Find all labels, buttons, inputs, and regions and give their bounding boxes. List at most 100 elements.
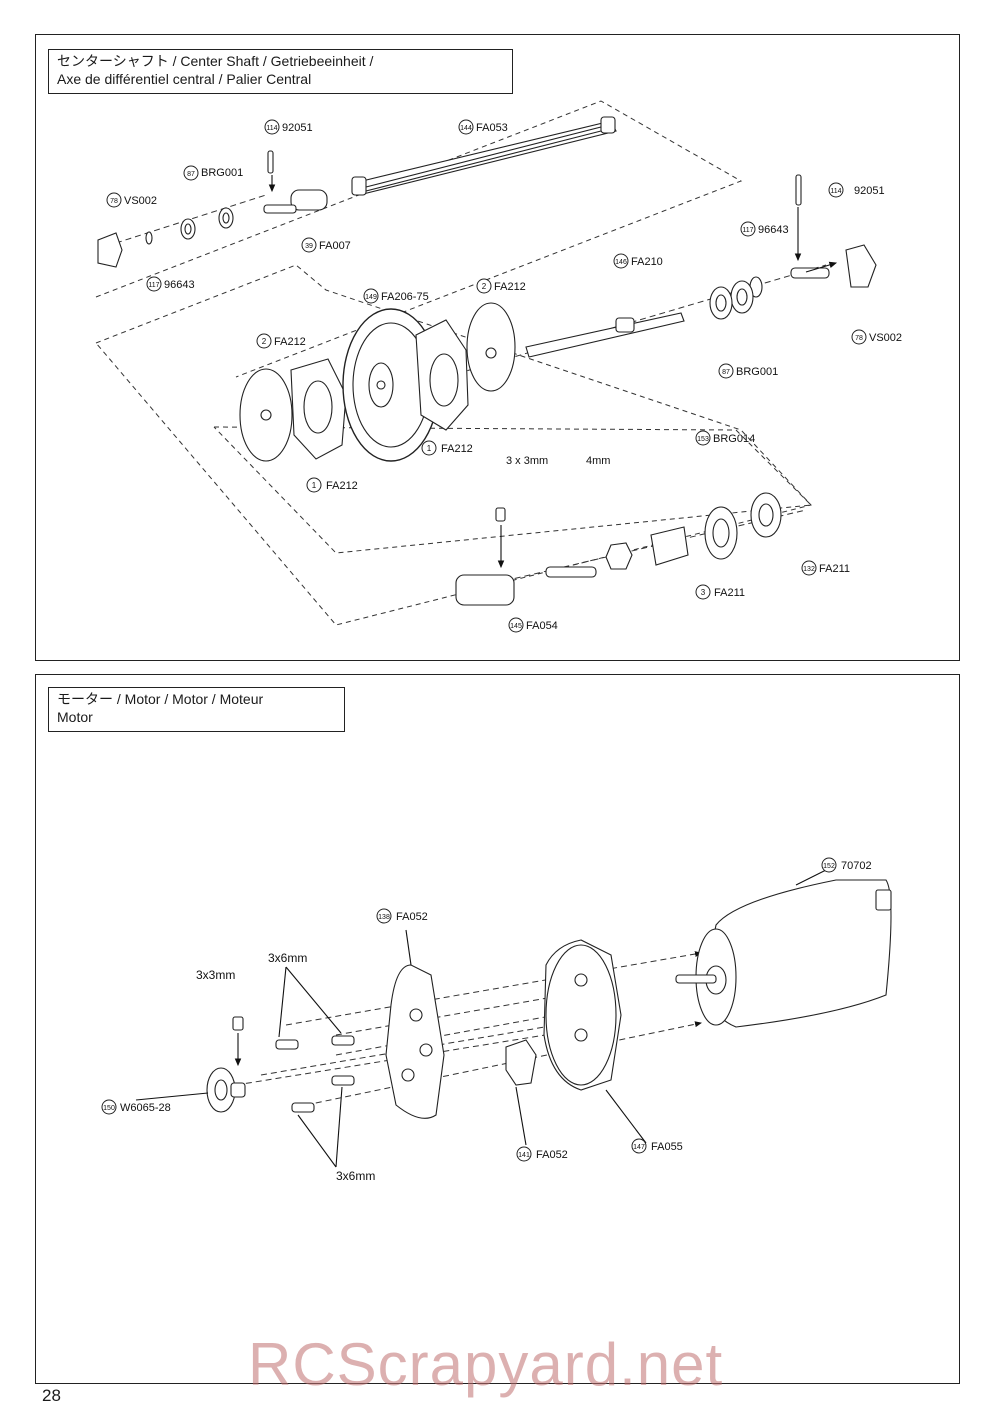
bevel-gear-right: [845, 244, 877, 288]
screw-a: [275, 1039, 299, 1050]
svg-text:145: 145: [510, 623, 522, 630]
size-label-set-screw-motor: 3x3mm: [196, 968, 235, 982]
callout-78-vs002-left: 78 VS002: [106, 192, 157, 208]
svg-text:78: 78: [110, 198, 118, 205]
callout-144-fa053: 144 FA053: [458, 119, 508, 135]
svg-text:FA212: FA212: [441, 443, 473, 455]
svg-text:39: 39: [305, 243, 313, 250]
svg-text:117: 117: [742, 227, 753, 234]
svg-text:BRG014: BRG014: [713, 433, 755, 445]
svg-text:BRG001: BRG001: [736, 366, 778, 378]
screw-b: [331, 1035, 355, 1046]
callout-3-fa211: 3 FA211: [695, 584, 745, 600]
plate-fa212-right: [466, 302, 516, 392]
pin-top: [267, 150, 274, 174]
svg-text:114: 114: [830, 188, 841, 195]
set-screw: [495, 507, 506, 522]
svg-text:FA007: FA007: [319, 240, 351, 252]
callout-39-fa007: 39 FA007: [301, 237, 351, 253]
svg-text:141: 141: [518, 1152, 530, 1159]
shaft-end-right: [600, 116, 616, 134]
callout-78-vs002-right: 78 VS002: [851, 329, 902, 345]
svg-text:FA052: FA052: [536, 1149, 568, 1161]
callout-2-fa212-lower: 2 FA212: [256, 333, 306, 349]
screw-d: [291, 1102, 315, 1113]
callout-149-fa206-75: 149 FA206-75: [363, 288, 429, 304]
center-shaft-title-line2: Axe de différentiel central / Palier Cen…: [57, 71, 312, 87]
svg-text:FA053: FA053: [476, 122, 508, 134]
motor-can: [705, 879, 892, 1028]
svg-text:FA211: FA211: [819, 563, 850, 575]
center-shaft-title-box: センターシャフト / Center Shaft / Getriebeeinhei…: [48, 49, 513, 94]
callout-1-fa212-right: 1 FA212: [421, 440, 473, 456]
callout-114-92051-right: 114 92051: [828, 182, 885, 198]
svg-text:FA052: FA052: [396, 911, 428, 923]
svg-text:114: 114: [266, 125, 277, 132]
motor-block: [505, 1039, 537, 1086]
callout-146-fa210: 146 FA210: [613, 253, 663, 269]
svg-text:VS002: VS002: [124, 195, 157, 207]
size-label-nut: 4mm: [586, 455, 610, 467]
svg-text:147: 147: [633, 1144, 645, 1151]
svg-text:2: 2: [262, 337, 267, 346]
svg-text:FA212: FA212: [494, 281, 526, 293]
callout-117-96643-right: 117 96643: [740, 221, 789, 237]
svg-text:92051: 92051: [854, 185, 885, 197]
svg-text:1: 1: [312, 481, 317, 490]
callout-145-fa054: 145 FA054: [508, 617, 558, 633]
svg-text:152: 152: [823, 863, 835, 870]
svg-text:VS002: VS002: [869, 332, 902, 344]
svg-text:BRG001: BRG001: [201, 167, 243, 179]
nut-4mm: [605, 542, 633, 570]
svg-text:96643: 96643: [164, 279, 195, 291]
center-shaft-panel: センターシャフト / Center Shaft / Getriebeeinhei…: [35, 34, 960, 661]
center-shaft-diagram: 114 92051 144 FA053 87 BRG001 78 VS002 3…: [95, 100, 902, 633]
svg-text:146: 146: [615, 259, 627, 266]
shaft-end-left: [351, 176, 367, 196]
motor-title-line2: Motor: [57, 709, 93, 725]
svg-text:FA212: FA212: [326, 480, 358, 492]
svg-text:FA206-75: FA206-75: [381, 291, 429, 303]
motor-title-line1: モーター / Motor / Motor / Moteur: [57, 691, 264, 707]
washer-left: [145, 231, 153, 245]
svg-text:149: 149: [365, 294, 377, 301]
screw-c: [331, 1075, 355, 1086]
size-label-screw-bottom: 3x6mm: [336, 1169, 375, 1183]
svg-text:FA055: FA055: [651, 1141, 683, 1153]
callout-132-fa211: 132 FA211: [801, 560, 850, 576]
spring: [650, 526, 689, 566]
motor-panel: モーター / Motor / Motor / Moteur Motor: [35, 674, 960, 1384]
svg-text:144: 144: [460, 125, 472, 132]
callout-152-70702: 152 70702: [821, 857, 872, 873]
size-label-screw-top: 3x6mm: [268, 951, 307, 965]
motor-diagram: 152 70702 138 FA052 150 W6065-28 141 FA0…: [101, 857, 892, 1183]
set-screw-motor: [232, 1016, 244, 1031]
svg-text:FA210: FA210: [631, 256, 663, 268]
svg-text:87: 87: [187, 171, 195, 178]
svg-text:96643: 96643: [758, 224, 789, 236]
svg-text:FA054: FA054: [526, 620, 558, 632]
callout-141-fa052: 141 FA052: [516, 1146, 568, 1162]
svg-text:70702: 70702: [841, 860, 872, 872]
size-label-set-screw: 3 x 3mm: [506, 455, 548, 467]
svg-text:132: 132: [803, 566, 815, 573]
assembly-outline-lower: [213, 426, 813, 554]
callout-153-brg014: 153 BRG014: [695, 430, 755, 446]
callout-2-fa212-upper: 2 FA212: [476, 278, 526, 294]
slipper-hub: [455, 574, 515, 606]
svg-text:1: 1: [427, 444, 432, 453]
callout-147-fa055: 147 FA055: [631, 1138, 683, 1154]
motor-title-box: モーター / Motor / Motor / Moteur Motor: [48, 687, 345, 732]
svg-text:117: 117: [148, 282, 159, 289]
callout-1-fa212-left: 1 FA212: [306, 477, 358, 493]
svg-text:3: 3: [701, 588, 706, 597]
callout-87-brg001-right: 87 BRG001: [718, 363, 778, 379]
svg-text:78: 78: [855, 335, 863, 342]
assembly-outline-top: [95, 100, 743, 378]
svg-text:FA211: FA211: [714, 587, 745, 599]
watermark: RCScrapyard.net: [248, 1331, 724, 1398]
callout-150-w6065-28: 150 W6065-28: [101, 1099, 171, 1115]
motor-plate: [385, 964, 445, 1119]
page-number: 28: [42, 1386, 61, 1405]
svg-text:138: 138: [378, 914, 390, 921]
